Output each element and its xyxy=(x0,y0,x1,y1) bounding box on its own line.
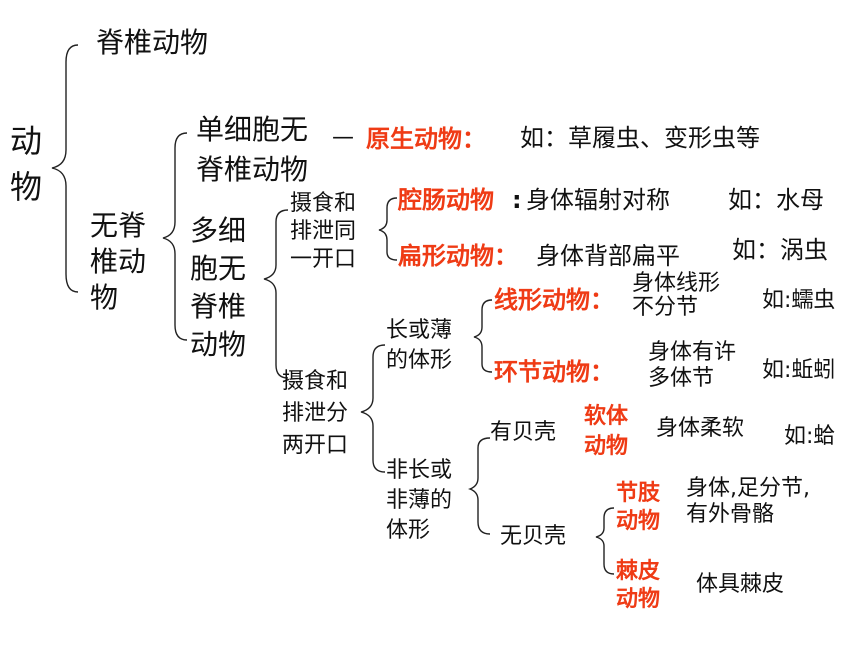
coelenterata-feature: 身体辐射对称 xyxy=(526,186,670,214)
flatworms-example: 如：涡虫 xyxy=(732,236,828,264)
root-brace xyxy=(51,44,79,293)
nematodes-example: 如:蠕虫 xyxy=(762,288,836,313)
mollusks-example: 如:蛤 xyxy=(784,424,836,449)
long-thin-label: 长或薄 的体形 xyxy=(386,318,453,373)
echinoderms-name: 棘皮 动物 xyxy=(616,559,661,612)
flatworms-name: 扁形动物： xyxy=(398,242,518,270)
without-shell-brace xyxy=(595,507,615,575)
not-long-thin-label: 非长或 非薄的 体形 xyxy=(386,458,453,543)
with-shell-label: 有贝壳 xyxy=(490,420,557,445)
annelids-feature: 身体有许 多体节 xyxy=(648,340,737,391)
flatworms-feature: 身体背部扁平 xyxy=(536,242,680,270)
invertebrate-label: 无脊 椎动 物 xyxy=(90,209,147,314)
without-shell-label: 无贝壳 xyxy=(500,524,567,549)
invertebrate-brace xyxy=(162,132,188,341)
multicellular-brace xyxy=(263,209,289,379)
one-opening-label: 摄食和 排泄同 一开口 xyxy=(290,191,357,272)
protozoa-name: 原生动物： xyxy=(366,125,486,153)
arthropods-feature: 身体,足分节, 有外骨骼 xyxy=(686,476,810,527)
annelids-name: 环节动物： xyxy=(494,358,614,386)
annelids-example: 如:蚯蚓 xyxy=(762,358,836,383)
mollusks-feature: 身体柔软 xyxy=(656,416,745,441)
echinoderms-feature: 体具棘皮 xyxy=(696,572,785,597)
coelenterata-colon: : xyxy=(512,186,522,214)
long-thin-brace xyxy=(473,299,493,373)
coelenterata-example: 如：水母 xyxy=(728,186,824,214)
not-long-thin-brace xyxy=(468,437,491,535)
unicellular-label: 单细胞无 脊椎动物 xyxy=(196,113,309,186)
multicellular-label: 多细 胞无 脊椎 动物 xyxy=(190,214,247,361)
nematodes-name: 线形动物： xyxy=(494,286,614,314)
dash-connector: — xyxy=(332,125,354,150)
coelenterata-name: 腔肠动物 xyxy=(398,186,494,214)
mollusks-name: 软体 动物 xyxy=(584,404,629,459)
nematodes-feature: 身体线形 不分节 xyxy=(632,271,721,320)
one-opening-brace xyxy=(378,197,398,261)
protozoa-example: 如：草履虫、变形虫等 xyxy=(520,124,760,152)
two-openings-label: 摄食和 排泄分 两开口 xyxy=(282,369,349,458)
two-openings-brace xyxy=(360,344,386,473)
root-label: 动 物 xyxy=(10,122,43,206)
arthropods-name: 节肢 动物 xyxy=(616,481,661,534)
vertebrate-label: 脊椎动物 xyxy=(96,26,209,59)
